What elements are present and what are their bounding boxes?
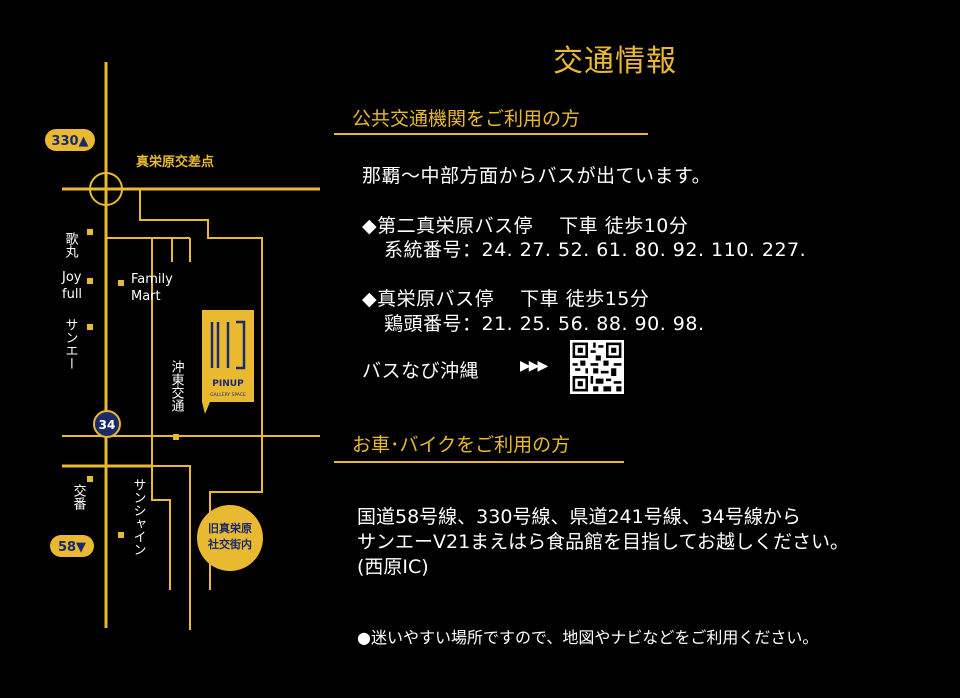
- route-34-marker: 34: [93, 410, 121, 438]
- stop1-routes: 系統番号：24. 27. 52. 61. 80. 92. 110. 227.: [384, 239, 807, 261]
- bus-navi-label: バスなび沖縄: [362, 360, 480, 382]
- intersection-circle: [89, 172, 123, 206]
- sanei-dot: [87, 324, 93, 330]
- family-label: Family: [131, 272, 173, 287]
- street-6: [106, 465, 191, 630]
- area-map: 330▲ 58▼ 34 真栄原交差点 歌丸 Joy full サンエー Fami…: [45, 62, 320, 630]
- qr-code-icon[interactable]: [570, 340, 624, 394]
- okito-label: 沖東交通: [169, 360, 185, 412]
- car-heading: お車･バイクをご利用の方: [352, 434, 571, 456]
- page-title: 交通情報: [553, 44, 677, 79]
- sanei-label: サンエー: [63, 318, 78, 370]
- stop2-title: ◆真栄原バス停 下車 徒歩15分: [362, 288, 650, 310]
- caution-note: ●迷いやすい場所ですので、地図やナビなどをご利用ください。: [357, 628, 819, 647]
- mart-label: Mart: [131, 289, 161, 304]
- sunshine-dot: [118, 532, 124, 538]
- koban-label: 交番: [71, 483, 87, 511]
- uta-dot: [87, 229, 93, 235]
- okito-dot: [173, 434, 179, 440]
- stop1-title: ◆第二真栄原バス停 下車 徒歩10分: [362, 215, 689, 237]
- stop2-routes: 鶏頭番号：21. 25. 56. 88. 90. 98.: [384, 313, 705, 335]
- intersection-label: 真栄原交差点: [136, 154, 214, 170]
- route-330-marker: 330▲: [45, 129, 95, 151]
- full-label: full: [62, 287, 82, 302]
- uta-label: 歌丸: [63, 232, 79, 259]
- svg-text:PINUP: PINUP: [212, 379, 244, 389]
- family-dot: [118, 280, 124, 286]
- public-transport-heading: 公共交通機関をご利用の方: [352, 108, 581, 130]
- svg-text:社交街内: 社交街内: [207, 537, 252, 551]
- koban-dot: [87, 476, 93, 482]
- route-58-marker: 58▼: [50, 535, 94, 557]
- arrow-right-icon: ▶▶▶: [520, 358, 548, 374]
- car-directions-line2: サンエーV21まえはら食品館を目指してお越しください。: [357, 531, 850, 553]
- svg-text:旧真栄原: 旧真栄原: [208, 521, 252, 535]
- bus-intro: 那覇～中部方面からバスが出ています。: [362, 165, 712, 187]
- car-directions-line3: (西原IC): [357, 556, 429, 578]
- old-district-marker: 旧真栄原 社交街内: [197, 505, 263, 571]
- svg-text:58▼: 58▼: [58, 540, 86, 555]
- street-7: [151, 466, 171, 590]
- pinup-marker: PINUP GALLERY SPACE: [202, 310, 254, 414]
- svg-text:330▲: 330▲: [51, 134, 88, 149]
- joy-label: Joy: [61, 270, 82, 285]
- svg-text:GALLERY SPACE: GALLERY SPACE: [210, 392, 246, 398]
- joy-dot: [87, 278, 93, 284]
- svg-text:34: 34: [99, 418, 116, 432]
- street-1: [139, 189, 263, 590]
- sunshine-label: サンシャイン: [131, 478, 146, 556]
- car-directions-line1: 国道58号線、330号線、県道241号線、34号線から: [357, 506, 801, 528]
- public-transport-underline: [334, 133, 648, 135]
- car-underline: [334, 461, 624, 463]
